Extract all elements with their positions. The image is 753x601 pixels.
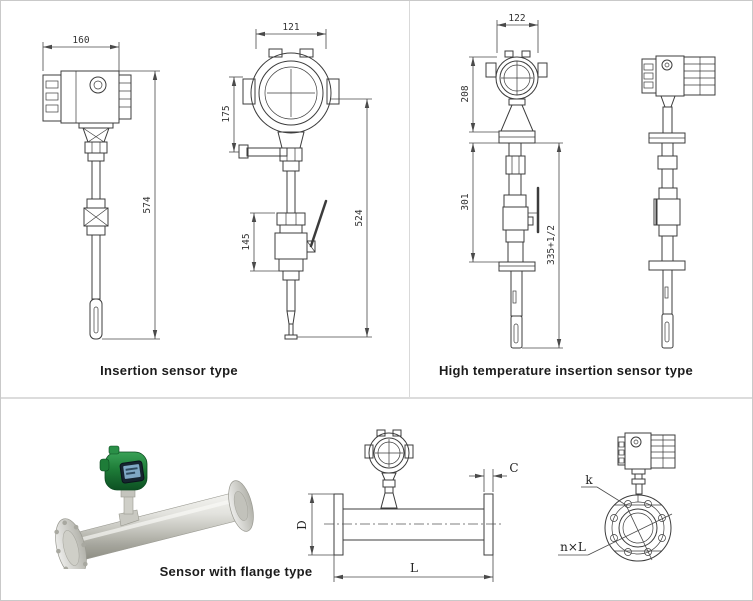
label-bolt-holes: n×L [558, 513, 673, 556]
high-temp-side-view-drawing [641, 55, 716, 349]
dim-insertion-front-width: 121 [255, 22, 327, 49]
flange-caption: Sensor with flange type [159, 564, 313, 579]
dim-label: 121 [282, 22, 299, 33]
dim-insertion-side-width: 160 [42, 35, 120, 71]
insertion-side-view-drawing [42, 70, 132, 340]
high-temp-caption: High temperature insertion sensor type [438, 363, 694, 378]
dim-length: L [333, 555, 494, 582]
dim-high-temp-head-height: 208 [460, 56, 499, 133]
dim-label: 208 [460, 85, 471, 102]
dim-label: L [410, 561, 418, 575]
high-temp-panel-drawings: 122 208 301 335+1/2 [460, 13, 716, 349]
insertion-caption: Insertion sensor type [100, 363, 238, 378]
flange-circle [604, 494, 672, 562]
dim-label: 335+1/2 [546, 225, 557, 265]
dim-label: 524 [354, 209, 365, 226]
transmitter-head [99, 445, 148, 491]
bolt-holes [610, 500, 666, 556]
dim-label: 175 [221, 105, 232, 122]
transmitter-neck [118, 487, 140, 527]
insertion-panel-drawings: 160 574 [42, 22, 372, 340]
dim-label: n×L [560, 540, 586, 554]
insertion-front-view-drawing [238, 48, 340, 340]
dim-label: 301 [460, 193, 471, 210]
right-flange [228, 480, 254, 532]
dim-label: C [509, 461, 518, 475]
dim-flange-thickness: C [469, 461, 519, 492]
high-temp-front-view-drawing [485, 50, 548, 349]
dim-label: 145 [241, 233, 252, 250]
dim-insertion-front-length: 524 [297, 98, 372, 338]
transmitter-side-outline [617, 432, 676, 502]
flange-front-drawing: D C L [296, 429, 519, 582]
pipe-outline [324, 493, 503, 556]
dim-label: k [585, 473, 593, 487]
flange-sensor-photo [54, 445, 254, 569]
dim-label: 122 [508, 13, 525, 24]
left-flange [54, 518, 88, 569]
transmitter-outline [364, 429, 414, 509]
dim-flange-diameter: D [296, 493, 334, 556]
dim-high-temp-width: 122 [496, 13, 539, 53]
valve-handle [309, 199, 328, 248]
dim-high-temp-total-length: 335+1/2 [522, 142, 563, 349]
lcd-display [119, 460, 145, 484]
dim-label: 160 [72, 35, 89, 46]
panel-divider-vertical [409, 1, 410, 397]
dim-insertion-front-head-height: 175 [221, 76, 243, 153]
dim-insertion-front-valve-section: 145 [241, 212, 281, 272]
dim-high-temp-mid-section: 301 [460, 142, 499, 263]
flange-end-view-drawing: k n×L [558, 432, 676, 562]
dim-insertion-side-height: 574 [102, 70, 160, 340]
label-bolt-circle: k [581, 473, 653, 561]
panel-divider-horizontal [1, 397, 752, 399]
pipe-body [70, 491, 237, 564]
dim-label: D [296, 520, 309, 530]
dim-label: 574 [142, 196, 153, 213]
